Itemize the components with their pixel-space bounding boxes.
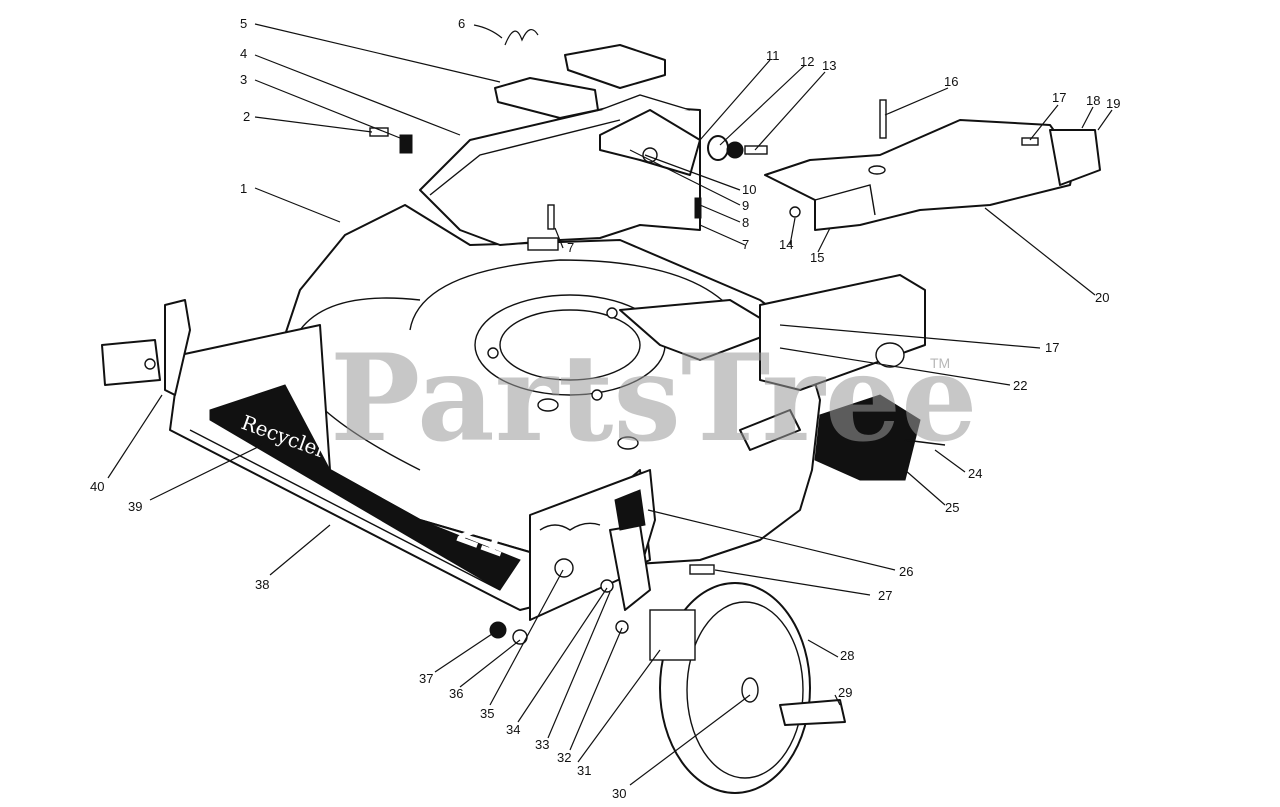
callout-1: 1	[240, 181, 247, 196]
rear-wheel[interactable]	[649, 564, 846, 794]
callout-30: 30	[612, 786, 626, 801]
callout-25: 25	[945, 500, 959, 515]
callout-22: 22	[1013, 378, 1027, 393]
callout-34: 34	[506, 722, 520, 737]
callout-27: 27	[878, 588, 892, 603]
callout-37: 37	[419, 671, 433, 686]
rear-door[interactable]	[764, 119, 1101, 231]
callout-24: 24	[968, 466, 982, 481]
left-height-adjuster[interactable]	[101, 299, 191, 396]
callout-31: 31	[577, 763, 591, 778]
callout-28: 28	[840, 648, 854, 663]
callout-13: 13	[822, 58, 836, 73]
callout-36: 36	[449, 686, 463, 701]
watermark-trademark: TM	[930, 355, 950, 371]
callout-40: 40	[90, 479, 104, 494]
callout-29: 29	[838, 685, 852, 700]
callout-10: 10	[742, 182, 756, 197]
leader-lines	[107, 23, 1113, 786]
washer-nut[interactable]	[489, 621, 528, 645]
callout-7a: 7	[567, 240, 574, 255]
callout-labels: 1 2 3 4 5 6 7 7 8 9 10 11 12 13 14 15 16…	[90, 16, 1120, 801]
callout-32: 32	[557, 750, 571, 765]
callout-17b: 17	[1045, 340, 1059, 355]
callout-38: 38	[255, 577, 269, 592]
callout-12: 12	[800, 54, 814, 69]
callout-18: 18	[1086, 93, 1100, 108]
callout-5: 5	[240, 16, 247, 31]
right-height-adjuster[interactable]	[529, 469, 656, 634]
callout-26: 26	[899, 564, 913, 579]
callout-35: 35	[480, 706, 494, 721]
callout-4: 4	[240, 46, 247, 61]
callout-33: 33	[535, 737, 549, 752]
chute-flap[interactable]	[814, 394, 946, 481]
callout-17a: 17	[1052, 90, 1066, 105]
callout-19: 19	[1106, 96, 1120, 111]
callout-3: 3	[240, 72, 247, 87]
spring[interactable]	[504, 29, 539, 46]
callout-20: 20	[1095, 290, 1109, 305]
callout-14: 14	[779, 237, 793, 252]
callout-16: 16	[944, 74, 958, 89]
callout-8: 8	[742, 215, 749, 230]
watermark-text: PartsTree	[330, 328, 977, 469]
rear-axle-bracket[interactable]	[759, 274, 926, 391]
callout-7b: 7	[742, 237, 749, 252]
handle-bracket[interactable]	[494, 44, 691, 119]
pivot-hardware[interactable]	[707, 135, 768, 161]
callout-6: 6	[458, 16, 465, 31]
callout-2: 2	[243, 109, 250, 124]
callout-39: 39	[128, 499, 142, 514]
callout-11: 11	[766, 48, 780, 63]
callout-9: 9	[742, 198, 749, 213]
callout-15: 15	[810, 250, 824, 265]
